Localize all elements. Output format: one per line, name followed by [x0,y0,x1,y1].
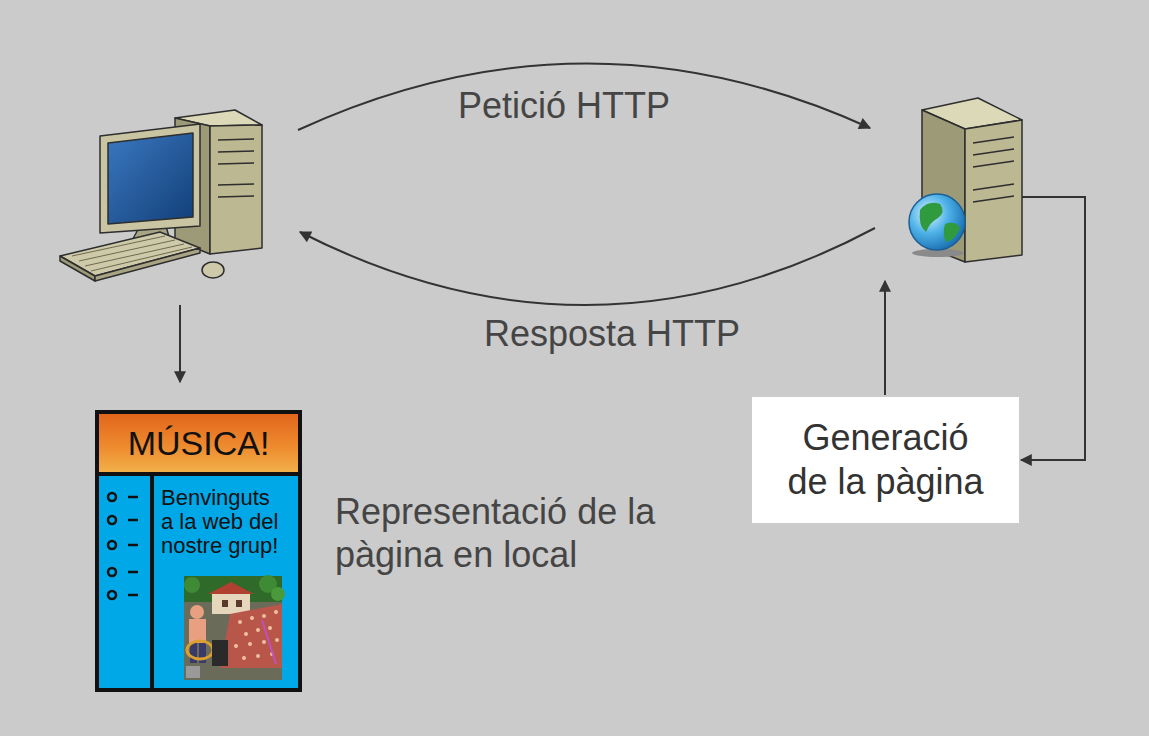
rendered-page: Benvinguts a la web del nostre grup! MÚSI… [95,410,302,692]
local-render-label: Representació de la pàgina en local [335,490,695,576]
client-computer [60,110,262,281]
process-box: Generació de la pàgina [752,397,1019,523]
bullet-list [108,493,138,599]
web-server [909,98,1022,262]
response-arrow [300,228,875,305]
node-text: Benvinguts a la web del nostre grup! [161,486,281,558]
request-arrow [298,63,870,130]
node-text: MÚSICA! [128,423,270,463]
node-text: Generació de la pàgina [780,416,992,504]
generation-loop-arrow [1021,197,1085,460]
page-header-band: MÚSICA! [99,414,298,476]
response-label: Resposta HTTP [484,312,784,355]
return-arrow [884,281,886,395]
rendered-page-art [95,410,302,692]
render-arrow [179,305,181,382]
request-label: Petició HTTP [458,84,718,127]
band-photo [184,575,285,680]
